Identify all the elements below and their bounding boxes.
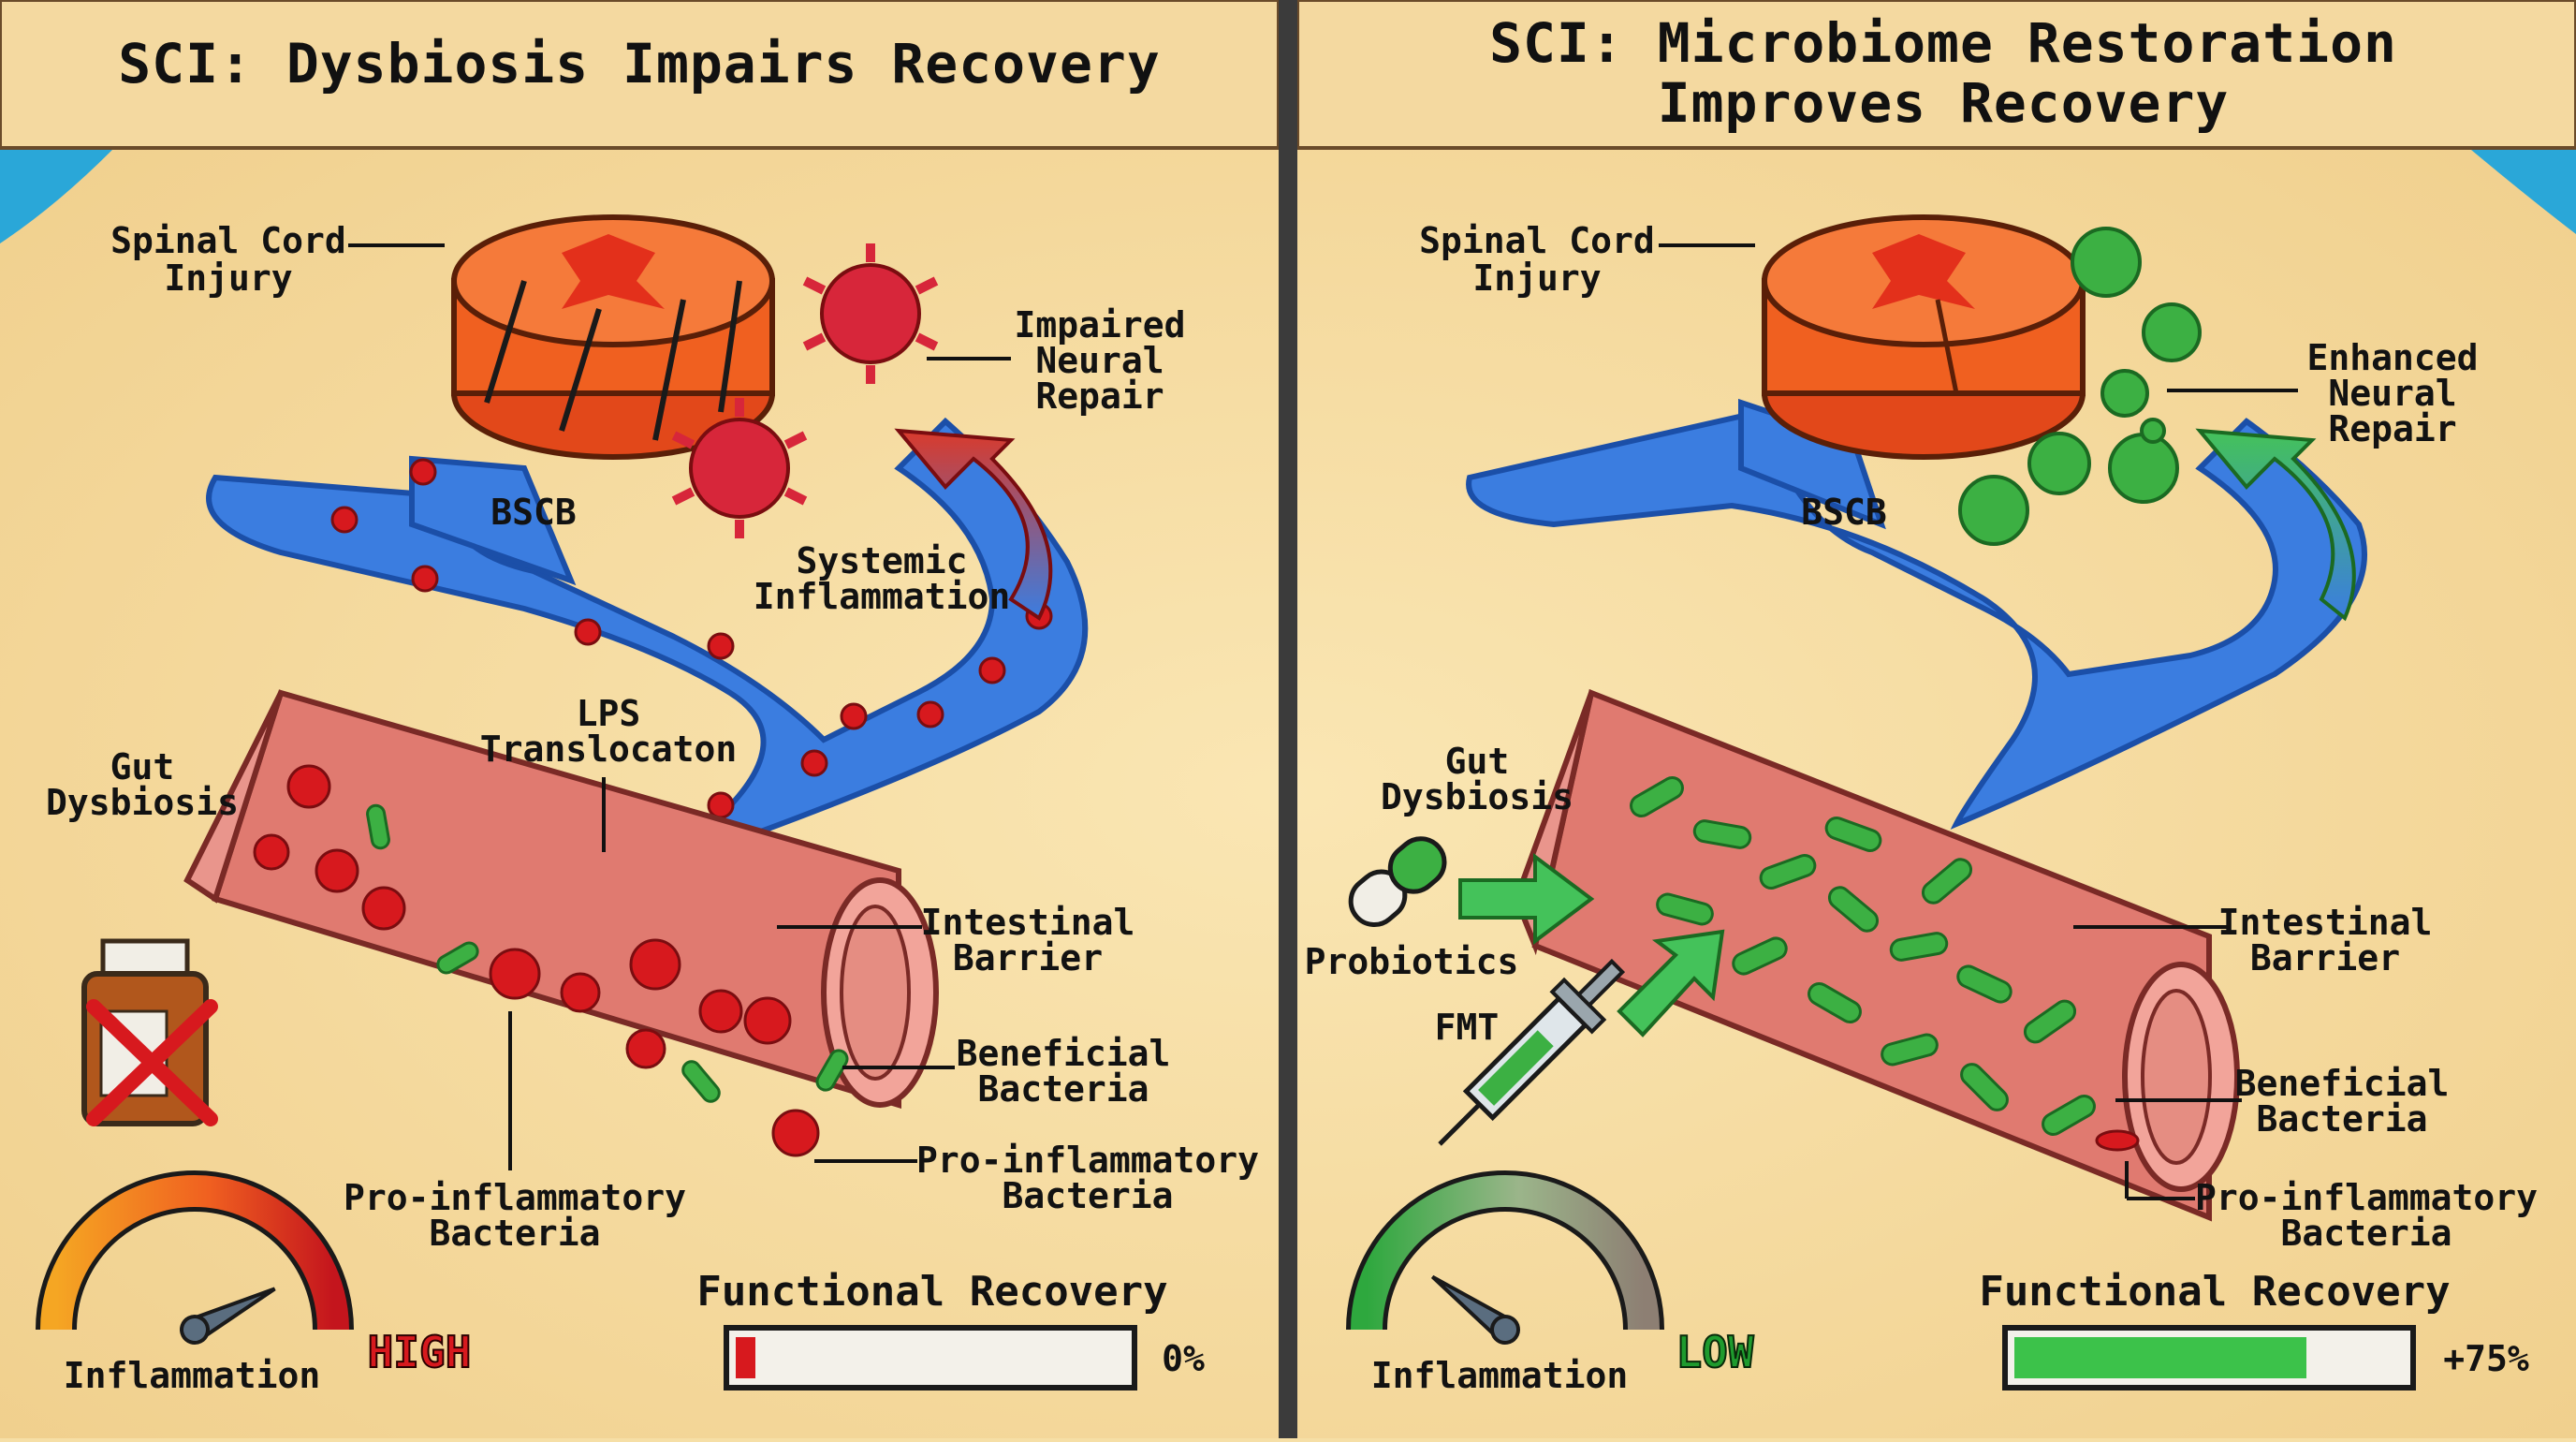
label-intestinal-barrier-line-1: Intestinal — [921, 902, 1135, 943]
left-title-bar — [0, 0, 1281, 150]
label-intestinal-barrier-line-2: Barrier — [2250, 937, 2400, 978]
right-leader-lines — [1659, 243, 2298, 1200]
functional-recovery-label: Functional Recovery — [696, 1268, 1167, 1316]
panel-divider — [1279, 0, 1297, 1438]
sea-corner-left — [0, 150, 112, 243]
enhanced-neural-repair-arrow — [2195, 428, 2356, 622]
systemic-inflammation-arrow — [894, 428, 1053, 621]
label-gut-dysbiosis-line-2: Dysbiosis — [1381, 776, 1573, 817]
label-beneficial-bacteria-line-2: Bacteria — [977, 1068, 1149, 1110]
gauge-icon — [36, 1170, 354, 1331]
label-spinal-cord-injury-line-2: Injury — [164, 258, 292, 299]
vessel-branch-upper — [409, 455, 577, 586]
pro-inflammatory-bacterium — [2095, 1129, 2140, 1152]
label-lps-translocation-line-2: Translocaton — [480, 728, 738, 770]
gauge-icon — [1346, 1170, 1664, 1331]
label-gut-dysbiosis-line-2: Dysbiosis — [46, 782, 239, 823]
label-spinal-cord-injury-line-1: Spinal Cord — [1419, 220, 1655, 261]
label-pro-inflammatory-bacteria-line-1: Pro-inflammatory — [916, 1140, 1259, 1181]
beneficial-bacteria-cluster — [1630, 776, 2096, 1136]
functional-recovery-fill — [2014, 1337, 2306, 1378]
immune-cell-icon — [671, 243, 939, 538]
label-beneficial-bacteria-line-1: Beneficial — [2235, 1063, 2450, 1104]
label-pro-inflammatory-bacteria-center-line-1: Pro-inflammatory — [344, 1177, 686, 1218]
gauge-needle — [1430, 1274, 1520, 1345]
label-pro-inflammatory-bacteria-line-2: Bacteria — [1002, 1175, 1173, 1216]
label-lps-translocation-line-1: LPS — [577, 693, 641, 734]
label-gut-dysbiosis-line-1: Gut — [110, 746, 175, 787]
left-leader-lines — [348, 243, 1011, 1170]
label-pro-inflammatory-bacteria-line-2: Bacteria — [2280, 1213, 2452, 1254]
label-intestinal-barrier-line-1: Intestinal — [2218, 902, 2433, 943]
label-beneficial-bacteria-line-2: Bacteria — [2256, 1098, 2427, 1140]
label-probiotics: Probiotics — [1305, 941, 1519, 982]
label-impaired-neural-repair-line-1: Impaired — [1014, 304, 1185, 346]
label-enhanced-neural-repair-line-1: Enhanced — [2306, 337, 2478, 378]
label-intestinal-barrier-line-2: Barrier — [953, 937, 1103, 978]
label-bscb: BSCB — [1801, 492, 1887, 533]
circulating-red-cells — [330, 458, 1053, 819]
label-enhanced-neural-repair-line-2: Neural — [2328, 373, 2456, 414]
functional-recovery-value: 0% — [1162, 1338, 1205, 1379]
label-pro-inflammatory-bacteria-line-1: Pro-inflammatory — [2195, 1177, 2538, 1218]
spinal-cord-icon — [1762, 214, 2086, 460]
right-panel-title-line-1: SCI: Microbiome Restoration — [1489, 11, 2397, 75]
blood-vessel-icon — [1466, 408, 2367, 830]
label-spinal-cord-injury-line-2: Injury — [1472, 258, 1601, 299]
left-panel: Spinal Cord Injury Impaired Neural Repai… — [36, 214, 1259, 1396]
label-gut-dysbiosis-line-1: Gut — [1445, 741, 1510, 782]
intervention-arrows — [1458, 853, 1725, 1037]
pro-inflammatory-bacteria-cluster — [253, 764, 820, 1157]
inflammation-status-badge: HIGH — [368, 1327, 472, 1377]
medicine-bottle-crossed-icon — [81, 938, 218, 1126]
label-spinal-cord-injury-line-1: Spinal Cord — [110, 220, 346, 261]
label-systemic-inflammation-line-1: Systemic — [796, 540, 967, 581]
right-panel: Spinal Cord Injury Enhanced Neural Repai… — [1305, 214, 2538, 1396]
inflammation-label: Inflammation — [1371, 1355, 1629, 1396]
label-enhanced-neural-repair-line-3: Repair — [2328, 408, 2456, 449]
label-pro-inflammatory-bacteria-center-line-2: Bacteria — [429, 1213, 600, 1254]
functional-recovery-label: Functional Recovery — [1979, 1268, 2450, 1316]
functional-recovery-bar — [724, 1325, 1137, 1390]
inflammation-status-badge: LOW — [1676, 1327, 1753, 1377]
label-systemic-inflammation-line-2: Inflammation — [754, 576, 1011, 617]
label-impaired-neural-repair-line-2: Neural — [1035, 340, 1164, 381]
beneficial-bacteria-cluster — [366, 803, 849, 1103]
sea-corner-right — [2471, 150, 2576, 234]
gauge-needle — [180, 1287, 276, 1345]
label-beneficial-bacteria-line-1: Beneficial — [957, 1033, 1171, 1074]
left-panel-title: SCI: Dysbiosis Impairs Recovery — [118, 32, 1161, 96]
label-impaired-neural-repair-line-3: Repair — [1035, 375, 1164, 417]
inflammation-label: Inflammation — [64, 1355, 321, 1396]
label-bscb: BSCB — [490, 492, 577, 533]
spinal-cord-icon — [451, 214, 775, 460]
right-panel-title-line-2: Improves Recovery — [1658, 71, 2230, 135]
label-fmt: FMT — [1435, 1007, 1500, 1048]
probiotic-capsule-icon — [1348, 836, 1447, 927]
immune-cell-icon — [1958, 227, 2202, 546]
functional-recovery-value: +75% — [2443, 1338, 2529, 1379]
syringe-icon — [1438, 958, 1626, 1146]
functional-recovery-fill — [736, 1337, 755, 1378]
